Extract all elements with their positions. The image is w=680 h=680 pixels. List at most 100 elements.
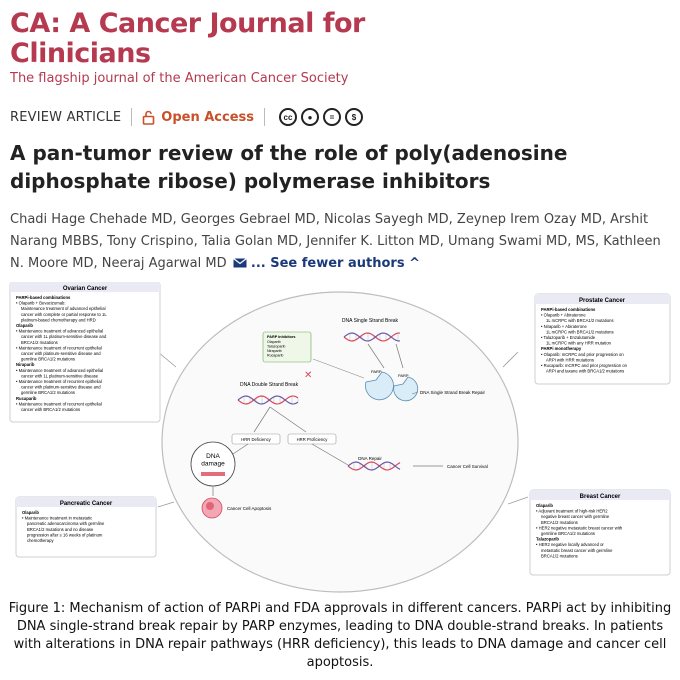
box-text-line: • Maintenance treatment of advanced epit…: [16, 368, 103, 373]
box-text-line: pancreatic adenocarcinoma with germline: [27, 521, 105, 526]
box-text-line: • HER2 negative locally advanced or: [536, 542, 604, 547]
inhibit-mark: ✕: [304, 370, 312, 381]
box-text-line: • Maintenance treatment of advanced epit…: [16, 329, 103, 334]
box-text-line: germline BRCA1/2 mutations: [21, 357, 75, 362]
box-text-line: • Rucaparib: mCRPC and prior progression…: [541, 363, 628, 368]
by-icon: ●: [301, 108, 319, 126]
box-text-line: negative breast cancer with germline: [541, 514, 610, 519]
nd-icon: =: [323, 108, 341, 126]
box-text-line: Talazoparib: [536, 537, 559, 542]
box-text-line: cancer with platinum-sensitive disease a…: [21, 351, 101, 356]
pancreatic-cancer-box: Pancreatic Cancer Olaparib• Maintenance …: [15, 496, 157, 558]
arrow: [253, 406, 271, 433]
arrow: [232, 443, 249, 455]
license-icons[interactable]: cc ● = $: [279, 108, 367, 126]
box-text-line: Olaparib: [22, 510, 39, 515]
box-text-line: platinum-based chemotherapy and HRD: [21, 317, 96, 322]
box-text-line: Olaparib: [536, 503, 553, 508]
box-text-line: germline BRCA1/2 mutations: [21, 390, 75, 395]
open-access-badge[interactable]: Open Access: [142, 110, 254, 125]
svg-text:HRR Proficiency: HRR Proficiency: [297, 437, 329, 442]
box-text-line: • Talazoparib + Enzalutamide: [541, 335, 596, 340]
authors-text[interactable]: Chadi Hage Chehade MD, Georges Gebrael M…: [10, 212, 661, 271]
box-text-line: • Niraparib + Abiraterone: [541, 324, 587, 329]
parp-inhibitors-box: PARP Inhibitors OlaparibTalazoparibNirap…: [262, 331, 312, 363]
ssb-repair-label: DNA Single Strand Break Repair: [420, 390, 486, 395]
box-text-line: Niraparib: [16, 362, 35, 367]
breast-box-title: Breast Cancer: [580, 494, 621, 500]
parp-label: PARP: [398, 373, 409, 378]
box-text-line: • Olaparib + Abiraterone: [541, 313, 586, 318]
inhibition-line: [312, 358, 365, 379]
inhibitor-drug: Niraparib: [267, 349, 282, 353]
dna-repair-label: DNA Repair: [358, 456, 382, 461]
box-text-line: progression after ≥ 16 weeks of platinum: [27, 532, 103, 537]
box-text-line: • Maintenance treatment of recurrent epi…: [16, 345, 102, 350]
repaired-helix: [347, 461, 401, 471]
ovarian-cancer-box: Ovarian Cancer PARPi-based combinations•…: [9, 282, 161, 423]
inhibitor-drug: Olaparib: [267, 340, 281, 344]
article-meta-row: REVIEW ARTICLE Open Access cc ● = $: [10, 106, 367, 128]
box-text-line: ARPI and taxane with BRCA1/2 mutations: [546, 369, 624, 374]
arrow: [395, 343, 404, 369]
box-text-line: germline BRCA1/2 mutations: [541, 531, 595, 536]
parp-label: PARP: [371, 369, 382, 374]
box-text-line: • Maintenance treatment of recurrent epi…: [16, 401, 102, 406]
divider: [264, 108, 265, 126]
dsb-label: DNA Double Strand Break: [240, 382, 299, 388]
box-text-line: • Maintenance treatment in metastatic: [22, 516, 92, 521]
box-text-line: cancer with platinum-sensitive disease a…: [21, 385, 101, 390]
arrow: [311, 443, 349, 466]
ssb-helix: [343, 332, 401, 342]
inhibitor-drug: Rucaparib: [267, 354, 283, 358]
svg-text:HRR Deficiency: HRR Deficiency: [241, 437, 271, 442]
box-text-line: ARPI with HRR mutations: [546, 357, 594, 362]
open-access-label: Open Access: [161, 109, 254, 125]
prostate-cancer-box: Prostate Cancer PARPi-based combinations…: [534, 293, 671, 385]
box-text-line: metastatic breast cancer with germline: [541, 548, 613, 553]
arrow: [269, 406, 307, 433]
breast-cancer-box: Breast Cancer Olaparib• Adjuvant treatme…: [529, 489, 671, 576]
box-text-line: 1L mCRPC with BRCA1/2 mutations: [546, 329, 614, 334]
connector-line: [157, 501, 175, 508]
mail-icon[interactable]: [232, 258, 247, 268]
box-text-line: • Olaparib: mCRPC and prior progression …: [541, 352, 624, 357]
dsb-helix: [237, 395, 299, 405]
connector-line: [507, 496, 529, 505]
divider: [131, 108, 133, 126]
connector-line: [157, 351, 177, 368]
box-text-line: Rucaparib: [16, 396, 37, 401]
ovarian-box-title: Ovarian Cancer: [63, 286, 108, 292]
apoptotic-cell: [201, 497, 223, 519]
figure-caption: Figure 1: Mechanism of action of PARPi a…: [8, 601, 672, 670]
article-title: A pan-tumor review of the role of poly(a…: [10, 141, 568, 193]
box-text-line: cancer with complete or partial response…: [21, 312, 107, 317]
see-fewer-authors-link[interactable]: ... See fewer authors ^: [250, 256, 420, 271]
cc-icon: cc: [279, 108, 297, 126]
unlock-icon: [142, 110, 155, 125]
connector-line: [502, 351, 519, 368]
central-ellipse: [161, 291, 519, 593]
apoptosis-label: Cancer Cell Apoptosis: [227, 506, 272, 511]
hrr-proficiency-box: HRR Proficiency: [287, 433, 337, 445]
box-text-line: PARPi monotherapy: [541, 346, 582, 351]
box-text-line: BRCA1/2 mutations: [21, 340, 58, 345]
box-text-line: • Adjuvant treatment of high-risk HER2: [536, 509, 608, 514]
box-text-line: BRCA1/2 mutations: [541, 520, 578, 525]
journal-title: CA: A Cancer Journal for Clinicians: [10, 8, 365, 69]
box-text-line: cancer with 1L platinum-sensitive diseas…: [21, 373, 99, 378]
box-text-line: • Olaparib + Bevacizumab:: [16, 301, 66, 306]
box-text-line: • HER2 negative metastatic breast cancer…: [536, 525, 623, 530]
hrr-deficiency-box: HRR Deficiency: [231, 433, 281, 445]
parp-enzyme-2: PARP: [393, 373, 419, 402]
inhibitor-drug: Talazoparib: [267, 345, 285, 349]
author-list: Chadi Hage Chehade MD, Georges Gebrael M…: [10, 209, 670, 275]
box-text-line: 1L mCRPC with any HRR mutation: [546, 341, 612, 346]
box-text-line: chemotherapy: [27, 538, 54, 543]
box-text-line: BRCA1/2 mutations: [541, 553, 578, 558]
box-text-line: Olaparib: [16, 323, 33, 328]
inhibitors-title: PARP Inhibitors: [267, 335, 296, 339]
survival-label: Cancer Cell Survival: [447, 464, 488, 469]
